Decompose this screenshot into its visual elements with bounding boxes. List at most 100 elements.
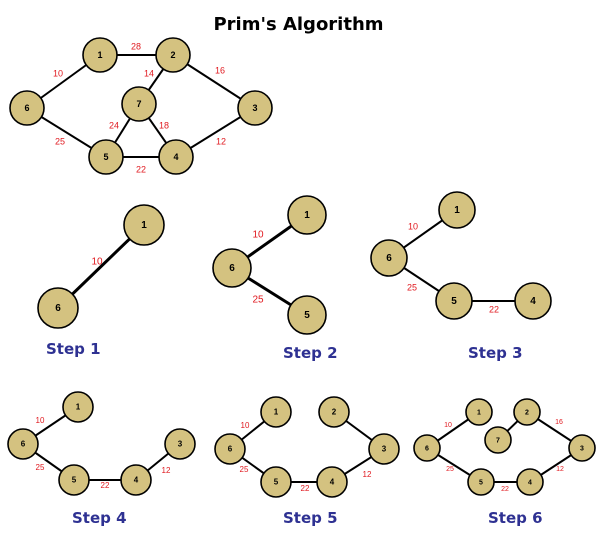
step6-node-label-7: 7: [496, 437, 500, 444]
full-weight-label-5-4: 22: [136, 164, 146, 174]
full-weight-label-1-6: 10: [53, 68, 63, 78]
step6-weight-label-5-4: 22: [501, 486, 509, 493]
full-node-label-2: 2: [170, 50, 175, 60]
step4-node-4: [120, 464, 152, 496]
step4-weight-label-4-3: 12: [162, 466, 171, 475]
step6-node-label-1: 1: [477, 409, 481, 416]
step6-weight-label-4-3: 12: [556, 466, 564, 473]
step2-node-label-1: 1: [304, 210, 310, 221]
step3-node-1: [438, 191, 476, 229]
step3-node-label-4: 4: [530, 296, 536, 307]
step-label-3: Step 3: [468, 344, 523, 362]
step3-graph: 10 25 22 1 6 5 4: [370, 191, 552, 320]
step5-weight-label-5-4: 22: [301, 484, 310, 493]
step6-node-label-5: 5: [479, 479, 483, 486]
full-node-label-1: 1: [97, 50, 102, 60]
step1-weight-label-1-6: 10: [91, 257, 103, 268]
full-weight-label-6-5: 25: [55, 136, 65, 146]
step1-node-label-6: 6: [55, 303, 61, 314]
full-node-label-6: 6: [24, 103, 29, 113]
step6-node-label-3: 3: [580, 445, 584, 452]
step4-node-5: [58, 464, 90, 496]
step2-node-6: [212, 248, 252, 288]
step2-weight-label-6-5: 25: [252, 295, 264, 306]
step3-node-label-6: 6: [386, 253, 392, 264]
step5-node-6: [214, 433, 246, 465]
full-weight-label-4-3: 12: [216, 136, 226, 146]
full-weight-label-2-7: 14: [144, 68, 154, 78]
step4-weight-label-6-5: 25: [36, 463, 45, 472]
step6-node-4: [516, 468, 544, 496]
step4-node-6: [7, 428, 39, 460]
step6-weight-label-6-5: 25: [446, 466, 454, 473]
step6-node-2: [513, 398, 541, 426]
step4-node-label-5: 5: [72, 476, 77, 485]
step6-node-7: [484, 426, 512, 454]
full-node-7: [121, 86, 157, 122]
step3-weight-label-6-5: 25: [407, 282, 417, 292]
step6-node-label-2: 2: [525, 409, 529, 416]
step6-weight-label-1-6: 10: [444, 422, 452, 429]
full-weight-label-1-2: 28: [131, 41, 141, 51]
step5-node-label-6: 6: [228, 445, 233, 454]
step3-weight-label-1-6: 10: [408, 221, 418, 231]
full-weight-label-7-5: 24: [109, 120, 119, 130]
step1-node-1: [123, 204, 165, 246]
step2-node-label-6: 6: [229, 263, 235, 274]
full-node-label-3: 3: [252, 103, 257, 113]
step5-node-5: [260, 466, 292, 498]
step3-node-label-1: 1: [454, 205, 460, 216]
full-node-1: [82, 37, 118, 73]
step-label-2: Step 2: [283, 344, 338, 362]
step5-weight-label-6-5: 25: [240, 465, 249, 474]
step1-graph: 10 1 6: [37, 204, 165, 329]
step2-weight-label-1-6: 10: [252, 230, 264, 241]
step5-node-2: [318, 396, 350, 428]
step4-weight-label-1-6: 10: [36, 416, 45, 425]
full-node-3: [237, 90, 273, 126]
step4-node-label-4: 4: [134, 476, 139, 485]
full-node-4: [158, 139, 194, 175]
step4-node-label-1: 1: [76, 403, 81, 412]
step3-node-label-5: 5: [451, 296, 457, 307]
step5-weight-label-4-3: 12: [363, 470, 372, 479]
step5-node-label-5: 5: [274, 478, 279, 487]
step4-node-label-3: 3: [178, 440, 183, 449]
step3-node-5: [435, 282, 473, 320]
step6-node-label-6: 6: [425, 445, 429, 452]
step-label-5: Step 5: [283, 509, 338, 527]
step-label-6: Step 6: [488, 509, 543, 527]
step4-node-3: [164, 428, 196, 460]
step3-weight-label-5-4: 22: [489, 304, 499, 314]
step6-node-1: [465, 398, 493, 426]
full-node-label-7: 7: [136, 99, 141, 109]
full-node-label-5: 5: [103, 152, 108, 162]
full-node-5: [88, 139, 124, 175]
full-weight-label-7-4: 18: [159, 120, 169, 130]
full-node-label-4: 4: [173, 152, 178, 162]
step5-node-1: [260, 396, 292, 428]
step5-weight-label-1-6: 10: [241, 421, 250, 430]
step-label-4: Step 4: [72, 509, 127, 527]
step5-node-label-4: 4: [330, 478, 335, 487]
step2-node-1: [287, 195, 327, 235]
step6-node-3: [568, 434, 596, 462]
full-node-6: [9, 90, 45, 126]
diagram-title: Prim's Algorithm: [213, 14, 384, 35]
step1-node-label-1: 1: [141, 220, 147, 231]
step3-node-6: [370, 239, 408, 277]
step4-weight-label-5-4: 22: [101, 481, 110, 490]
step5-node-4: [316, 466, 348, 498]
step6-node-5: [467, 468, 495, 496]
step-label-1: Step 1: [46, 340, 101, 358]
step3-node-4: [514, 282, 552, 320]
step5-node-3: [368, 433, 400, 465]
step5-node-label-3: 3: [382, 445, 387, 454]
